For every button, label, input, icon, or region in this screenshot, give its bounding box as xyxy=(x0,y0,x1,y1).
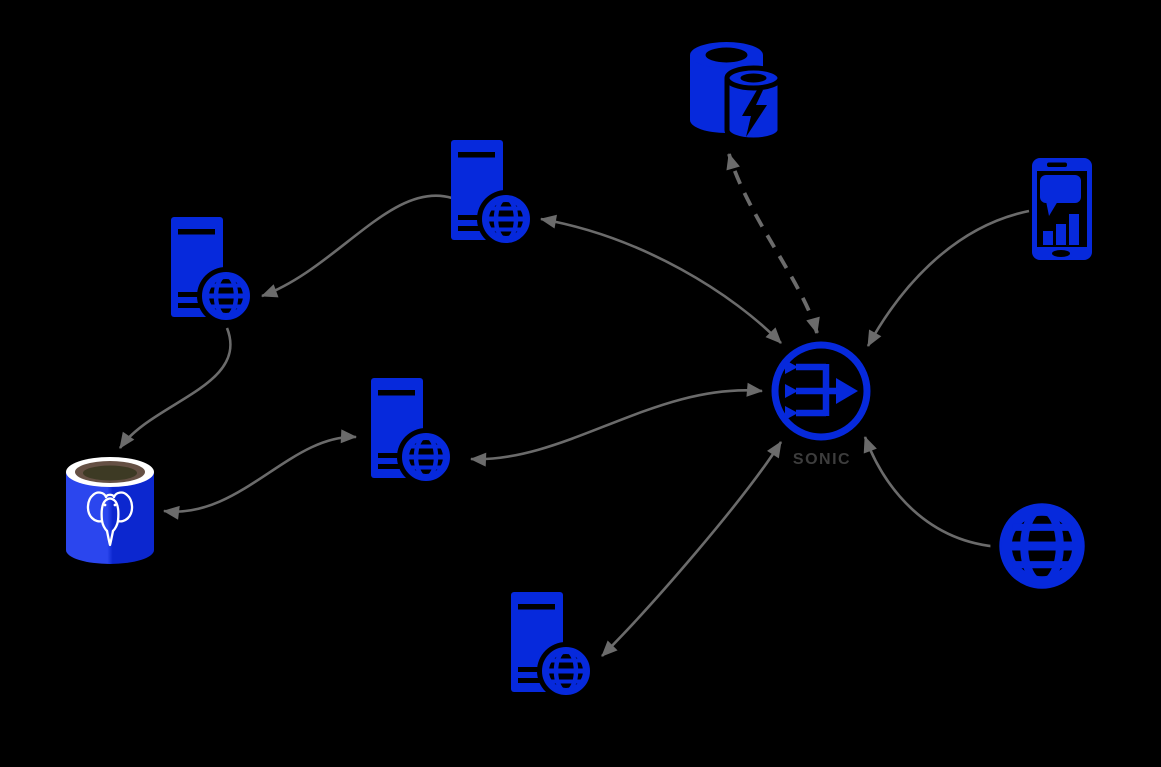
internet-node xyxy=(990,494,1093,597)
edge-web-server-top-to-web-server-left xyxy=(261,194,453,298)
globe-icon xyxy=(990,494,1093,597)
lightning-bolt-icon xyxy=(742,90,767,137)
web-server-globe-icon xyxy=(451,140,535,248)
web-server-left-node xyxy=(171,217,255,325)
cache-database-lightning-icon xyxy=(690,42,783,143)
web-server-globe-icon xyxy=(511,592,595,700)
edges-layer xyxy=(118,153,1030,657)
web-server-bottom-node xyxy=(511,592,595,700)
web-server-top-node xyxy=(451,140,535,248)
web-server-middle-node xyxy=(371,378,455,486)
postgresql-db-node xyxy=(66,457,154,564)
edge-web-server-bottom-gateway xyxy=(601,441,783,657)
edge-web-server-middle-gateway xyxy=(470,382,763,467)
edge-web-server-top-gateway xyxy=(540,214,782,344)
cache-cluster-node xyxy=(690,42,783,143)
web-server-globe-icon xyxy=(371,378,455,486)
web-server-globe-icon xyxy=(171,217,255,325)
postgresql-cylinder-elephant-icon xyxy=(66,457,154,564)
edge-gateway-cache-dashed xyxy=(726,153,820,334)
sonic-gateway-node: SONIC xyxy=(771,341,871,468)
postgresql-elephant-outline xyxy=(86,491,134,547)
gateway-label: SONIC xyxy=(793,451,851,468)
edge-mobile-app-to-gateway xyxy=(866,209,1030,347)
mobile-phone-chart-bubble-icon xyxy=(1032,158,1092,260)
edge-internet-to-gateway xyxy=(863,436,1001,549)
api-gateway-icon xyxy=(771,341,871,441)
edge-postgresql-web-server-middle xyxy=(163,429,357,520)
mobile-app-node xyxy=(1032,158,1092,260)
edge-web-server-left-to-postgresql xyxy=(118,327,232,449)
